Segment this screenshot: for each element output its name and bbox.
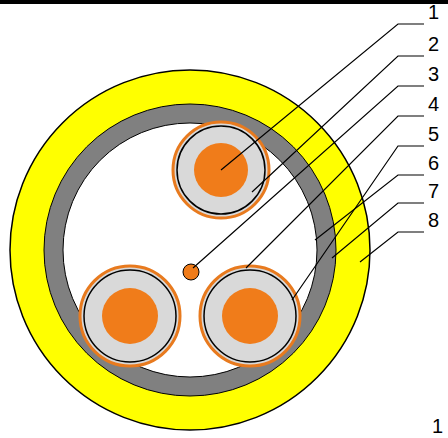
callout-number: 6	[428, 153, 439, 173]
filler	[63, 123, 317, 377]
callout-number: 1	[432, 416, 443, 436]
armour-layer	[44, 104, 336, 396]
callout-number: 2	[428, 34, 439, 54]
callout-number: 8	[428, 210, 439, 230]
core	[80, 266, 180, 366]
earth-wire	[183, 264, 199, 280]
core	[200, 266, 300, 366]
callout-number: 4	[428, 94, 439, 114]
callout-number: 1	[428, 2, 439, 22]
cores	[80, 122, 300, 366]
callout-number: 5	[428, 124, 439, 144]
callout-number: 3	[428, 64, 439, 84]
callout-number: 7	[428, 181, 439, 201]
top-rule	[0, 0, 448, 4]
leader-lines	[193, 24, 424, 300]
outer-sheath	[10, 70, 370, 430]
